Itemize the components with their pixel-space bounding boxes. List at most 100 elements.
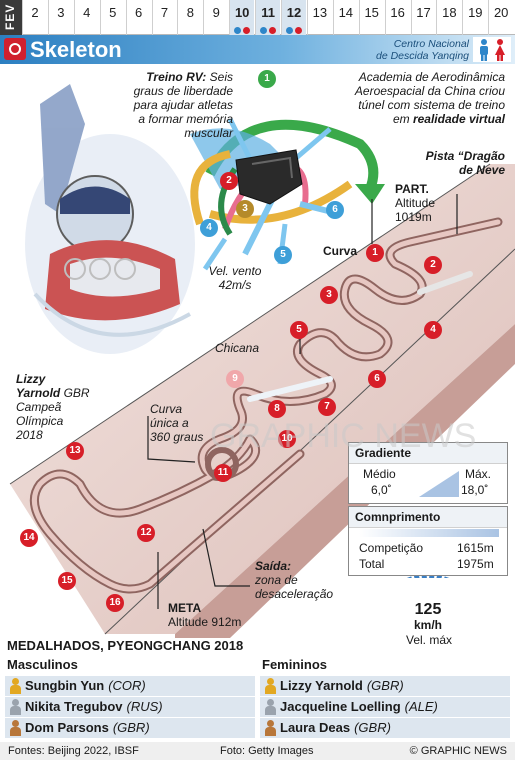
sources: Fontes: Beijing 2022, IBSF [8, 745, 139, 757]
medallist-row: Laura Deas(GBR) [260, 718, 510, 738]
length-box: Comnprimento Competição 1615m Total 1975… [348, 506, 508, 576]
medallist-country: (RUS) [126, 699, 163, 714]
calendar-day: 14 [332, 0, 358, 35]
curve-number: 11 [214, 464, 232, 482]
calendar-day: 6 [125, 0, 151, 35]
curve-number: 10 [278, 430, 296, 448]
gradient-ramp-icon [419, 471, 459, 497]
curve-number: 16 [106, 594, 124, 612]
calendar-day: 8 [177, 0, 202, 35]
vr-axis-6: 6 [326, 201, 344, 219]
speed-unit: km/h [413, 618, 442, 632]
curve-number: 8 [268, 400, 286, 418]
event-dots [282, 22, 306, 34]
vr-axis-1: 1 [258, 70, 276, 88]
calendar-day: 20 [488, 0, 513, 35]
speed-box: 125 km/h Vel. máx [348, 578, 508, 647]
leader-lines [147, 194, 458, 609]
academy-text: Academia de Aerodinâmica Aeroespacial da… [354, 70, 505, 126]
medallist-row: Lizzy Yarnold(GBR) [260, 676, 510, 696]
calendar-day: 16 [384, 0, 410, 35]
track-name: Pista “Dragão de Neve [425, 149, 505, 177]
medallist-name: Laura Deas [280, 720, 351, 735]
men-women-icon [473, 37, 511, 62]
curve-number: 3 [320, 286, 338, 304]
athlete-caption: Lizzy Yarnold GBR Campeã Olímpica 2018 [16, 372, 90, 442]
slope-face [175, 324, 515, 638]
calendar-day: 5 [99, 0, 125, 35]
curve-number: 15 [58, 572, 76, 590]
medallist-name: Dom Parsons [25, 720, 109, 735]
sliding-track [29, 217, 503, 594]
medallist-row: Nikita Tregubov(RUS) [5, 697, 255, 717]
medal-person-icon [265, 699, 276, 715]
venue-name: Centro Nacional de Descida Yanqing [375, 38, 469, 62]
wind-speed: Vel. vento 42m/s [208, 264, 262, 292]
page-title: Skeleton [30, 37, 122, 62]
curve-number: 4 [424, 321, 442, 339]
calendar-day: 3 [47, 0, 73, 35]
calendar-day: 19 [462, 0, 487, 35]
medallist-country: (COR) [108, 678, 146, 693]
calendar-day: 13 [306, 0, 332, 35]
medal-person-icon [10, 678, 21, 694]
loop-label: Curva única a 360 graus [150, 402, 204, 444]
calendar-day: 11 [255, 0, 281, 35]
curve-number: 12 [137, 524, 155, 542]
speed-value: 125 [414, 601, 442, 618]
finish-label: META Altitude 912m [168, 601, 242, 629]
medallist-name: Lizzy Yarnold [280, 678, 363, 693]
athlete-photo [25, 84, 195, 354]
medallist-country: (GBR) [354, 720, 391, 735]
olympics-logo-icon [4, 38, 26, 60]
medallist-country: (GBR) [366, 678, 404, 693]
men-title: Masculinos [7, 657, 78, 672]
vr-axis-3: 3 [236, 200, 254, 218]
curve-number: 1 [366, 244, 384, 262]
medallist-row: Jacqueline Loelling(ALE) [260, 697, 510, 717]
curve-number: 14 [20, 529, 38, 547]
curve-number: 13 [66, 442, 84, 460]
chicane-label: Chicana [215, 341, 260, 355]
start-label: PART. Altitude 1019m [395, 182, 436, 224]
skeleton-infographic: Treino RV: Seis graus de liberdade para … [0, 64, 515, 647]
curve-label: Curva [323, 244, 358, 258]
calendar-month: FEV [0, 0, 22, 35]
watermark: GRAPHIC NEWS [210, 417, 477, 455]
medallist-row: Sungbin Yun(COR) [5, 676, 255, 696]
copyright: © GRAPHIC NEWS [409, 745, 507, 757]
calendar-day: 17 [410, 0, 436, 35]
vr-axis-2: 2 [220, 172, 238, 190]
footer: Fontes: Beijing 2022, IBSF Foto: Getty I… [0, 742, 515, 760]
speed-label: Vel. máx [405, 633, 453, 647]
calendar-day: 4 [73, 0, 99, 35]
curve-number: 5 [290, 321, 308, 339]
exit-label: Saída: zona de desaceleração [255, 559, 334, 601]
medal-person-icon [265, 720, 276, 736]
medallists-title: MEDALHADOS, PYEONGCHANG 2018 [7, 638, 244, 653]
calendar-day: 10 [229, 0, 255, 35]
track-illustration [9, 84, 515, 638]
vr-axis-4: 4 [200, 219, 218, 237]
calendar-day: 15 [358, 0, 384, 35]
vr-axis-5: 5 [274, 246, 292, 264]
curve-number: 9 [226, 370, 244, 388]
medal-person-icon [10, 699, 21, 715]
medal-person-icon [10, 720, 21, 736]
vr-motion-diagram [190, 117, 385, 271]
calendar-day: 2 [22, 0, 47, 35]
event-dots [256, 22, 280, 34]
curve-number: 6 [368, 370, 386, 388]
calendar-day: 12 [281, 0, 306, 35]
medallist-name: Sungbin Yun [25, 678, 105, 693]
medallists-section: MEDALHADOS, PYEONGCHANG 2018 Masculinos … [0, 638, 515, 742]
training-text: Treino RV: Seis graus de liberdade para … [133, 70, 233, 140]
gradient-box: Gradiente Médio 6,0˚ Máx. 18,0˚ [348, 442, 508, 504]
medallist-country: (GBR) [112, 720, 150, 735]
curve-number: 7 [318, 398, 336, 416]
calendar-day: 18 [436, 0, 461, 35]
curve-number: 2 [424, 256, 442, 274]
medallist-country: (ALE) [404, 699, 438, 714]
calendar-day: 7 [151, 0, 177, 35]
